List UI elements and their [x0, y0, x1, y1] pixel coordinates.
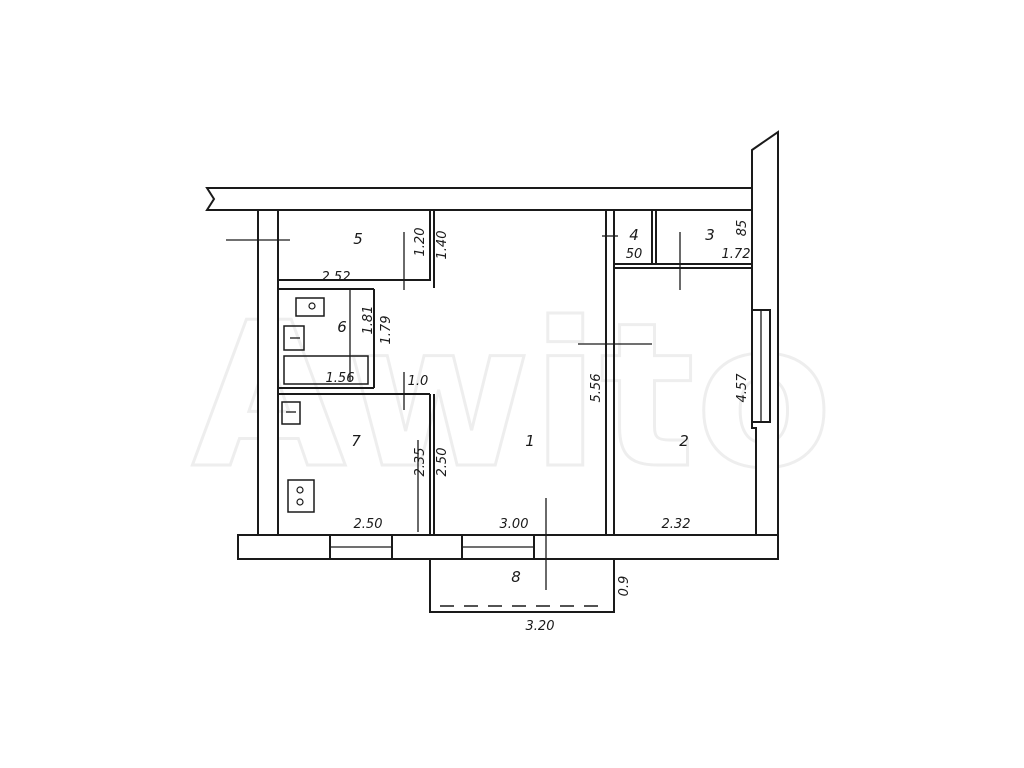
- dim-bath-height-a: 1.81: [361, 306, 376, 335]
- dim-room5-width: 2.52: [322, 270, 351, 285]
- dim-corridor-width: 1.0: [408, 374, 429, 389]
- room-3-label: 3: [705, 226, 715, 244]
- dim-kitchen-height-a: 2.35: [413, 448, 428, 477]
- dim-bath-width: 1.56: [326, 371, 355, 386]
- top-wall: [205, 187, 753, 211]
- room-5-label: 5: [353, 230, 363, 248]
- dim-bath-height-b: 1.79: [379, 316, 394, 345]
- room-8-label: 8: [511, 568, 521, 586]
- washbasin: [295, 297, 325, 317]
- dim-balcony-width: 3.20: [526, 619, 555, 634]
- dim-balcony-depth: 0.9: [617, 576, 632, 597]
- dim-room2-width: 2.32: [662, 517, 691, 532]
- toilet: [283, 325, 305, 351]
- bathtub: [283, 355, 369, 385]
- left-wall: [257, 209, 279, 536]
- room-2-label: 2: [679, 432, 689, 450]
- dim-kitchen-height-b: 2.50: [435, 448, 450, 477]
- room-6-label: 6: [337, 318, 347, 336]
- dim-room3-height: 85: [735, 220, 750, 237]
- stove: [287, 479, 315, 513]
- partitions: [278, 210, 752, 535]
- kitchen-sink: [281, 401, 301, 425]
- watermark-text: Awito: [191, 280, 832, 513]
- window-room-7: [329, 534, 393, 560]
- dim-room2-height: 4.57: [735, 373, 750, 403]
- dim-kitchen-width: 2.50: [354, 517, 383, 532]
- room-7-label: 7: [351, 432, 361, 450]
- dim-passage-height: 1.40: [435, 231, 450, 260]
- dim-room5-height: 1.20: [413, 228, 428, 257]
- room-4-label: 4: [629, 226, 639, 244]
- room-1-label: 1: [525, 432, 535, 450]
- dim-room1-height: 5.56: [589, 374, 604, 403]
- dim-room4-width: 50: [626, 247, 643, 262]
- balcony: [429, 559, 615, 613]
- dimension-lines: [226, 232, 681, 590]
- dim-room1-width: 3.00: [500, 517, 529, 532]
- window-room-1: [461, 534, 535, 560]
- window-room-2: [751, 309, 771, 423]
- dim-room3-width: 1.72: [722, 247, 751, 262]
